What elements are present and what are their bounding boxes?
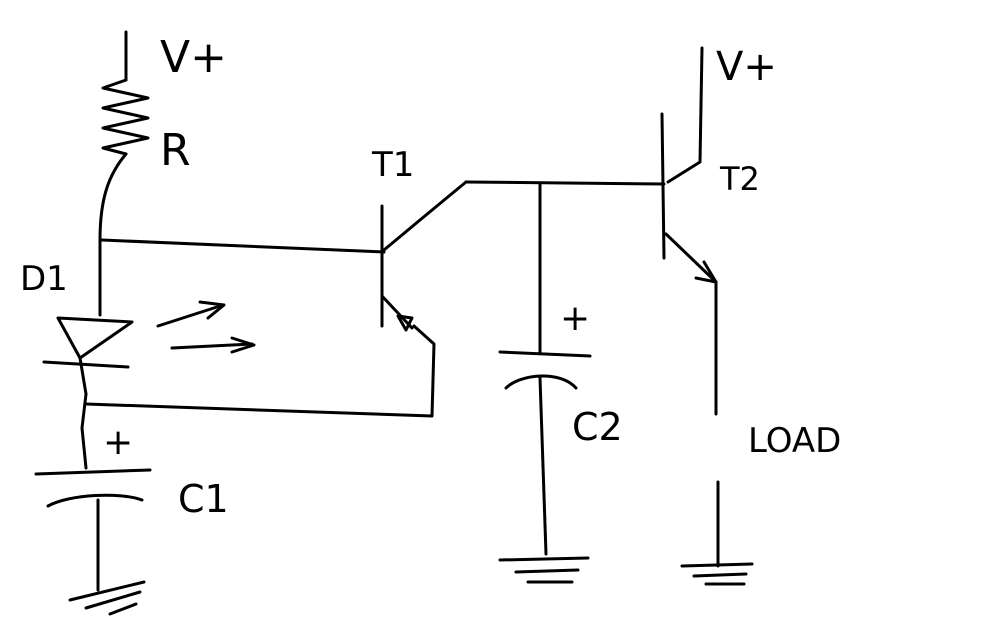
- label-transistor-2: T2: [719, 160, 760, 198]
- wire-t1-collector-to-t2-base: [464, 180, 666, 354]
- capacitor-c1: [34, 468, 152, 592]
- label-capacitor-2: C2: [572, 405, 623, 449]
- label-load: LOAD: [748, 421, 841, 461]
- transistor-t2: [660, 112, 718, 284]
- label-capacitor-1: C1: [178, 477, 229, 521]
- label-resistor: R: [160, 125, 191, 176]
- transistor-t1: [380, 180, 468, 332]
- label-supply-right: V+: [716, 44, 777, 90]
- label-cap1-plus: +: [103, 422, 133, 463]
- diode-d1: [42, 316, 134, 396]
- resistor-r: [101, 78, 150, 156]
- capacitor-c2: [498, 350, 592, 556]
- ground-3: [680, 562, 754, 586]
- label-supply-left: V+: [160, 32, 227, 83]
- right-supply-wire: [666, 46, 704, 184]
- resistor-to-diode-wire: [98, 152, 128, 317]
- wire-to-t1-base: [100, 238, 386, 254]
- label-cap2-plus: +: [560, 298, 590, 339]
- label-diode: D1: [20, 259, 68, 299]
- light-arrows: [156, 300, 256, 354]
- emitter-return-wire: [80, 324, 436, 470]
- ground-2: [498, 556, 590, 584]
- ground-1: [68, 580, 146, 616]
- label-transistor-1: T1: [371, 145, 414, 185]
